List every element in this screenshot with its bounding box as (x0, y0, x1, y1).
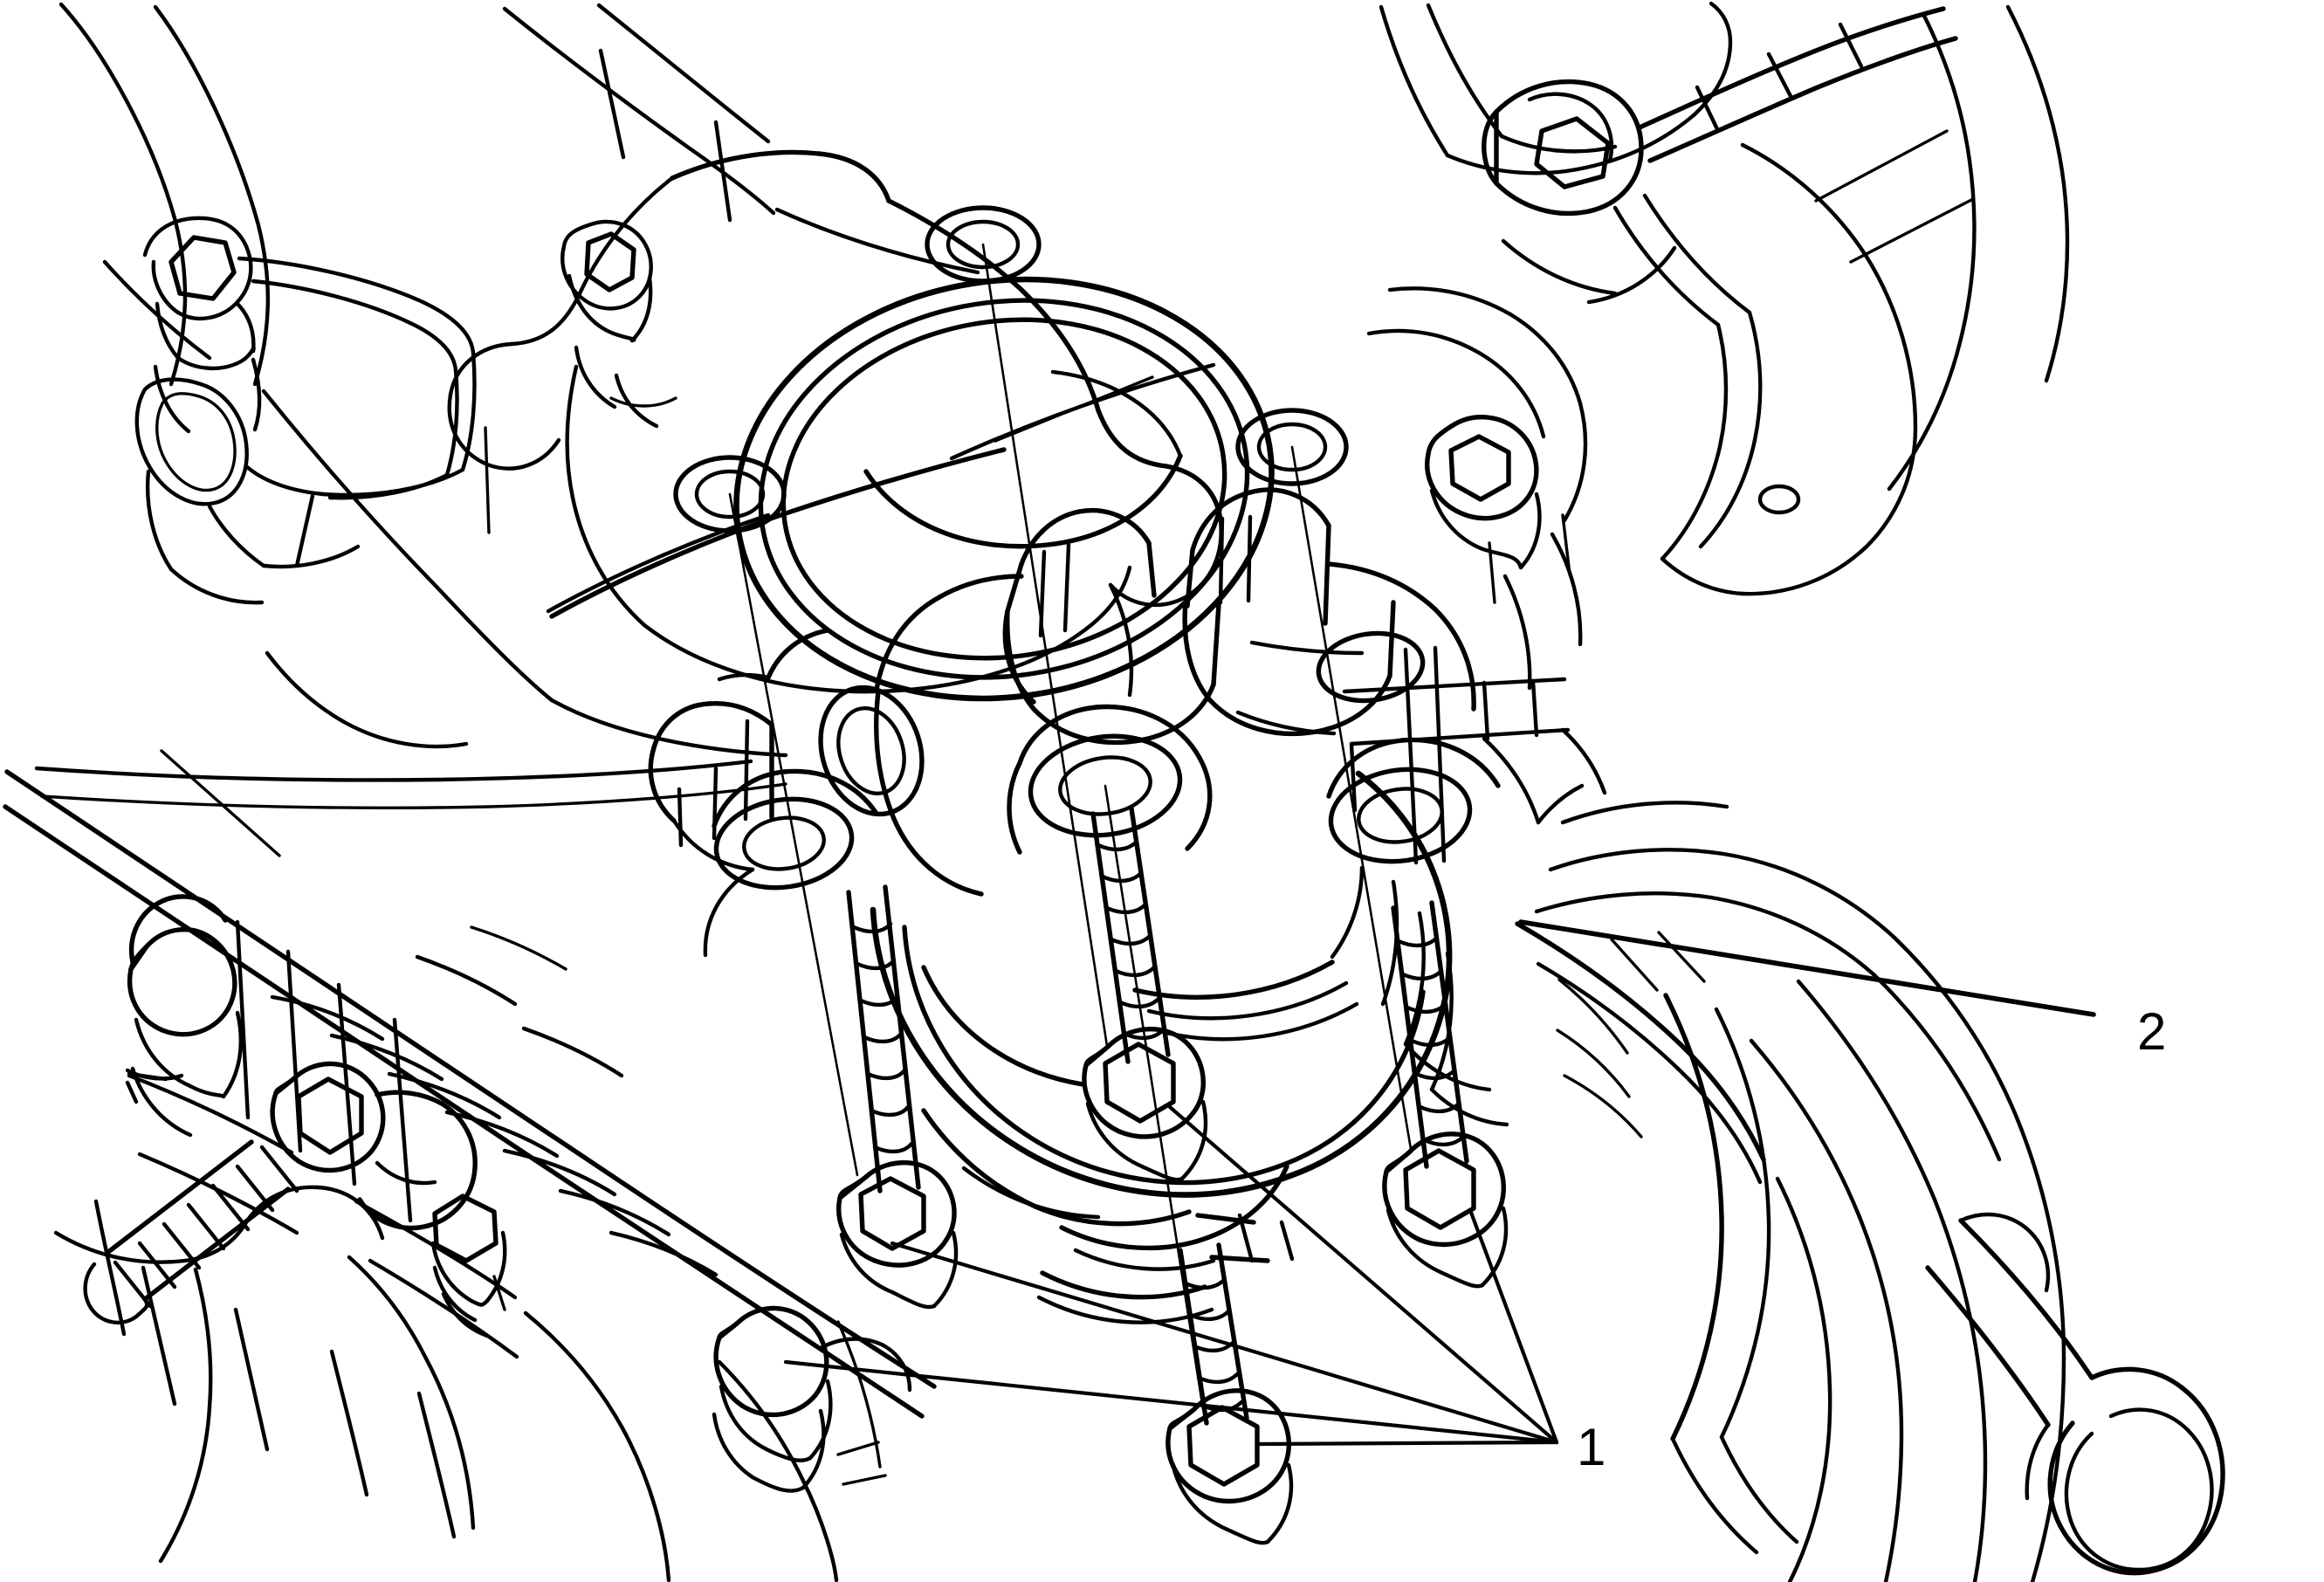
callout-2-label: 2 (2137, 1002, 2166, 1061)
intake-flange-top (265, 3, 980, 749)
throttle-body-bolt-1 (836, 884, 959, 1310)
bracket-upper-left (134, 216, 491, 605)
coolant-outlet-pipe (1925, 1212, 2225, 1576)
bracket-right-arm (1366, 286, 1588, 691)
engine-casting-lower-right (1515, 801, 2066, 1582)
callout-1-label: 1 (1577, 1418, 1605, 1476)
engine-casting-upper-right (1379, 1, 2070, 596)
intake-runners-lower-left (3, 769, 937, 1582)
leader-lines-callout-1 (728, 243, 1559, 1447)
throttle-body-bolt-2 (1082, 806, 1208, 1182)
intake-manifold-opening (447, 149, 1349, 702)
leader-line-callout-2 (1518, 919, 2096, 1017)
stud-and-nut-assembly (83, 894, 519, 1359)
throttle-body-gasket-ring (733, 276, 1275, 702)
casting-rib-detail (1235, 640, 1607, 865)
throttle-body-bolt-4 (1165, 1242, 1294, 1545)
engine-casting-upper-left (34, 2, 1216, 857)
throttle-body-bolt-3 (1382, 900, 1509, 1289)
flange-bolt-hole-right (1235, 408, 1349, 486)
lower-left-connector (712, 1305, 912, 1493)
